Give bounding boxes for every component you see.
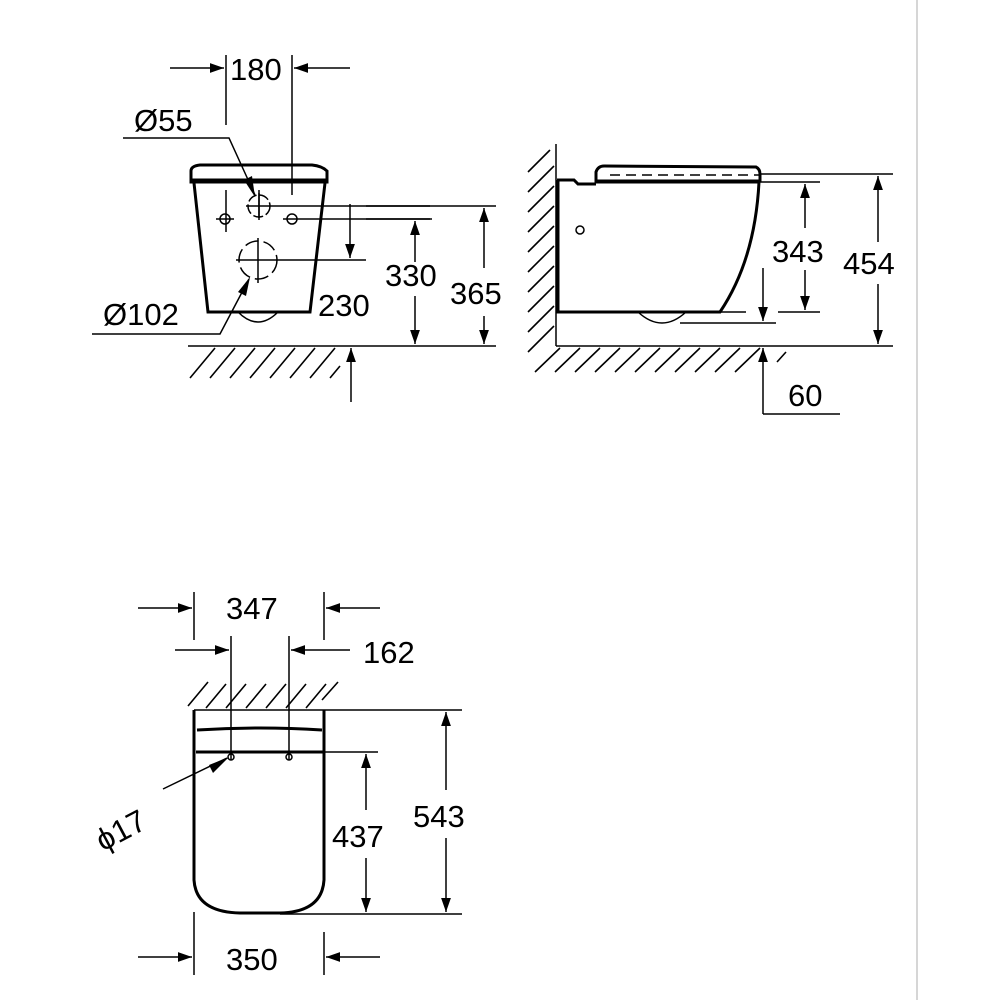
dim-543: 543 [413,799,465,834]
dim-437: 437 [332,819,384,854]
dim-outlet-diameter: Ø102 [103,297,179,332]
dim-330: 330 [385,258,437,293]
dim-162: 162 [363,635,415,670]
dim-60: 60 [788,378,822,413]
dim-343: 343 [772,234,824,269]
dim-350: 350 [226,942,278,977]
front-view: 180 Ø55 Ø102 230 [92,52,502,402]
dim-454: 454 [843,246,895,281]
dim-347: 347 [226,591,278,626]
side-view: 343 454 60 [527,144,895,415]
dim-230: 230 [318,288,370,323]
dim-180: 180 [230,52,282,87]
dim-365: 365 [450,276,502,311]
dim-bolt-diameter: ϕ17 [90,803,152,858]
top-view: 347 162 ϕ17 [90,591,465,977]
dim-inlet-diameter: Ø55 [134,103,193,138]
